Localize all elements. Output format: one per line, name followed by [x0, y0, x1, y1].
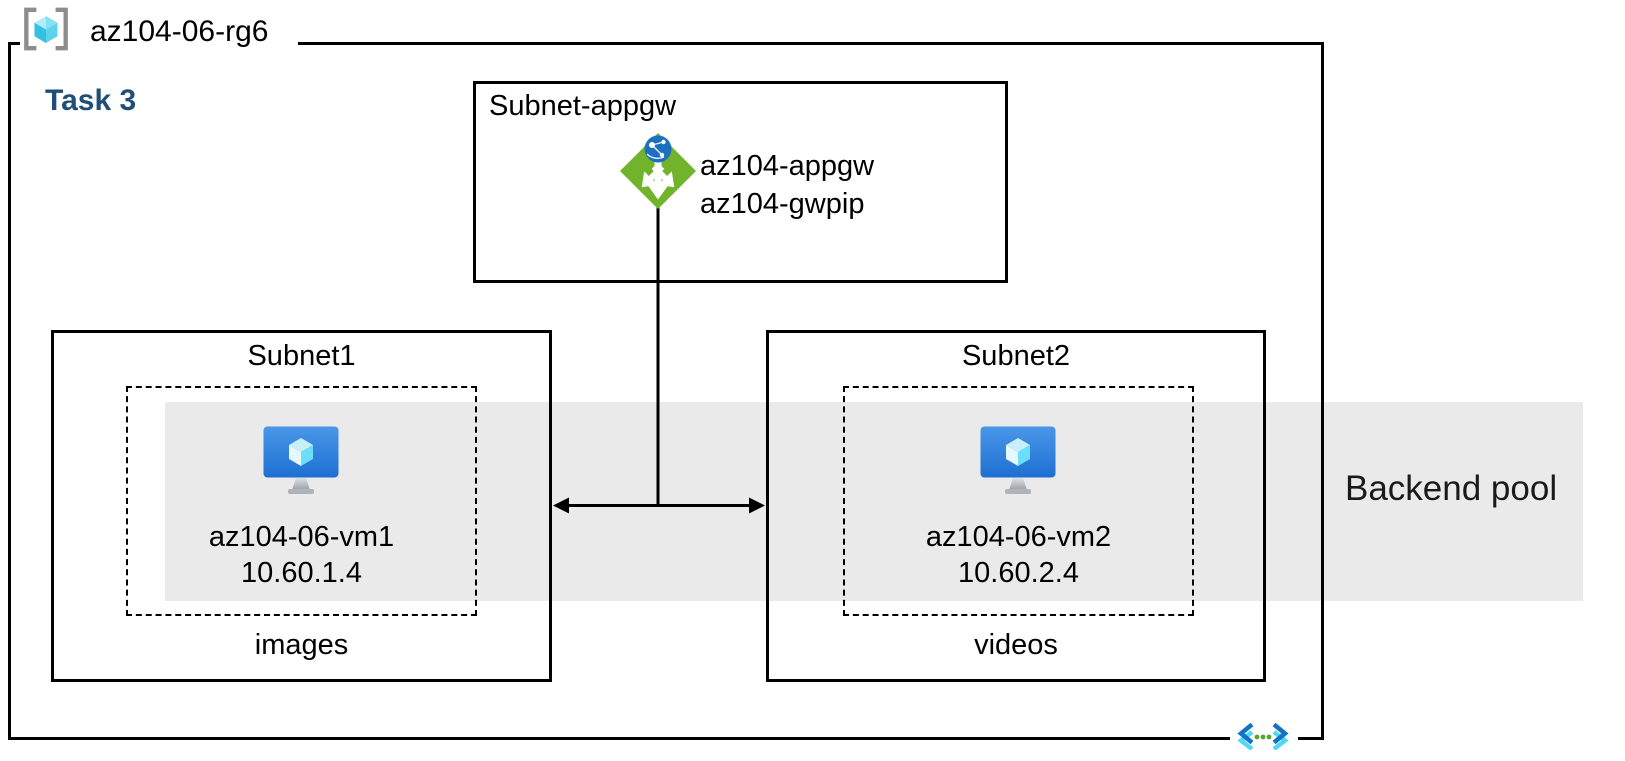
subnet2-box: [766, 330, 1266, 682]
subnet1-box: [51, 330, 552, 682]
virtual-machine-icon: [263, 426, 339, 494]
appgw-subnet-box: [473, 81, 1008, 283]
appgw-subnet-title: Subnet-appgw: [489, 90, 677, 122]
backend-pool-label: Backend pool: [1345, 469, 1558, 508]
appgw-name-label: az104-appgw: [700, 150, 875, 182]
subnet2-caption: videos: [974, 629, 1058, 661]
vm2-name-label: az104-06-vm2: [925, 521, 1112, 553]
vm2-ip-label: 10.60.2.4: [958, 557, 1079, 589]
appgw-pip-label: az104-gwpip: [700, 188, 865, 220]
subnet2-backend-dashed-box: [843, 386, 1194, 616]
subnet1-title: Subnet1: [247, 340, 356, 372]
task-label: Task 3: [45, 84, 137, 117]
resource-group-box: [8, 42, 1324, 740]
resource-group-border-gap: [20, 35, 298, 51]
vm1-ip-label: 10.60.1.4: [241, 557, 362, 589]
subnet2-title: Subnet2: [961, 340, 1071, 372]
vm1-name-label: az104-06-vm1: [208, 521, 395, 553]
application-gateway-icon: [620, 133, 696, 209]
subnet1-backend-dashed-box: [126, 386, 477, 616]
resource-group-icon: [24, 7, 68, 51]
virtual-machine-icon: [980, 426, 1056, 494]
subnet1-vm-labels: az104-06-vm1 10.60.1.4: [126, 519, 477, 591]
appgw-labels: az104-appgw az104-gwpip: [700, 147, 874, 223]
backend-pool-band: [165, 402, 1583, 601]
resource-group-title: az104-06-rg6: [90, 15, 269, 48]
virtual-network-icon: [1237, 722, 1289, 750]
subnet2-vm-labels: az104-06-vm2 10.60.2.4: [843, 519, 1194, 591]
subnet1-caption: images: [254, 629, 349, 661]
